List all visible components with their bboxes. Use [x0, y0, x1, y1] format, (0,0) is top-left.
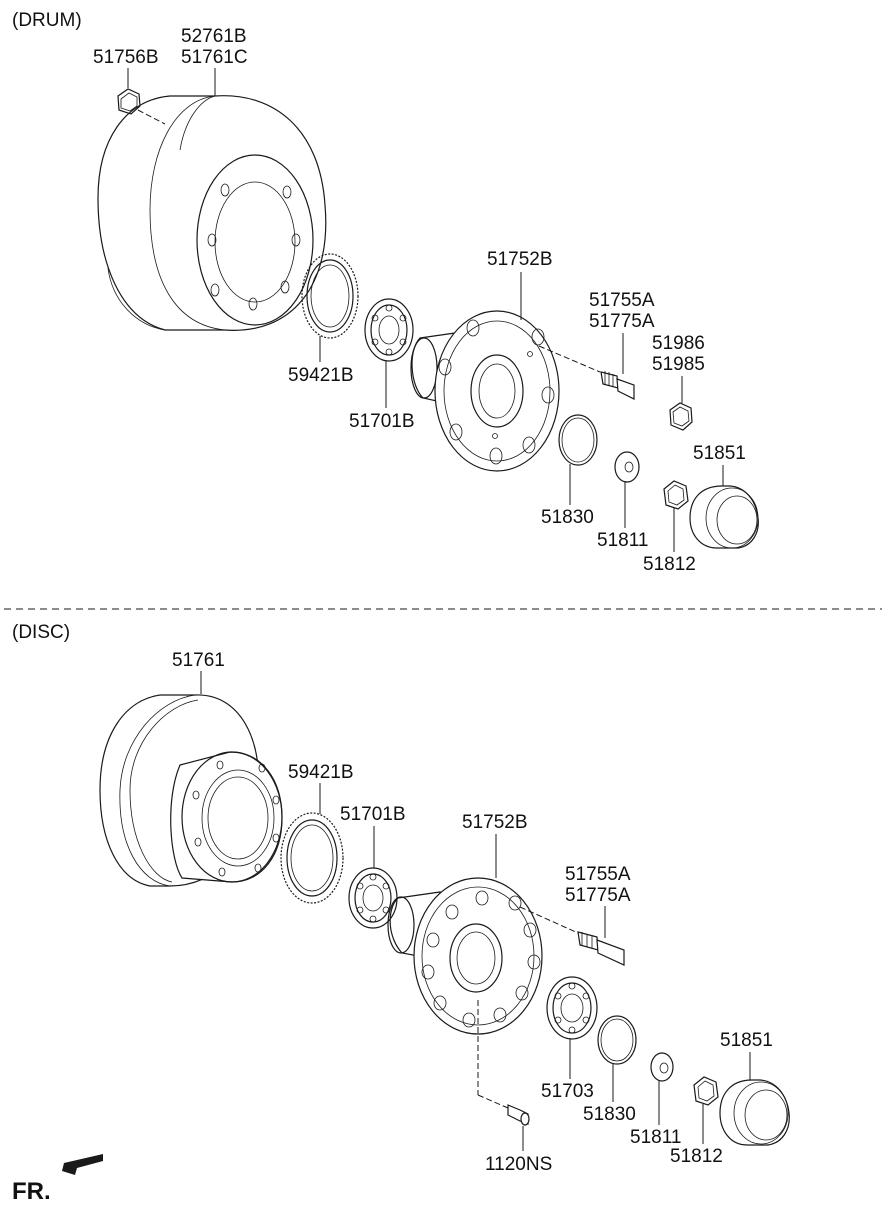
- label-drum-51761c: 51761C: [181, 47, 248, 68]
- label-drum-51811: 51811: [597, 530, 648, 551]
- disc-washer-51811[interactable]: [650, 1052, 674, 1082]
- label-drum-52761b: 52761B: [181, 26, 247, 47]
- disc-section-title: (DISC): [12, 622, 70, 643]
- label-drum-51851: 51851: [693, 443, 746, 464]
- label-drum-51830: 51830: [541, 507, 594, 528]
- brake-disc[interactable]: [99, 694, 283, 887]
- label-drum-51701b: 51701B: [349, 411, 415, 432]
- drum-cap-51851[interactable]: [689, 485, 759, 549]
- label-drum-51752b: 51752B: [487, 249, 553, 270]
- label-drum-51755a: 51755A: [589, 290, 655, 311]
- disc-screw-1120ns[interactable]: [477, 1000, 530, 1126]
- label-drum-51775a: 51775A: [589, 311, 655, 332]
- label-disc-51851: 51851: [720, 1030, 773, 1051]
- label-drum-51812: 51812: [643, 554, 696, 575]
- drum-washer-51811[interactable]: [614, 451, 640, 483]
- drum-hub-51752b[interactable]: [410, 310, 560, 472]
- label-drum-59421b: 59421B: [288, 365, 354, 386]
- drum-section-title: (DRUM): [12, 10, 82, 31]
- label-drum-51986: 51986: [652, 333, 705, 354]
- disc-hub-bolt-51755a[interactable]: [519, 906, 625, 966]
- drum-nut-51986[interactable]: [669, 402, 693, 431]
- label-drum-51756b: 51756B: [93, 47, 159, 68]
- label-disc-51755a: 51755A: [565, 864, 631, 885]
- label-disc-51811: 51811: [630, 1127, 681, 1148]
- label-disc-51701b: 51701B: [340, 804, 406, 825]
- drum-tone-wheel-59421b[interactable]: [301, 253, 359, 339]
- label-disc-51752b: 51752B: [462, 812, 528, 833]
- drum-bearing-51701b[interactable]: [364, 298, 414, 362]
- label-disc-51775a: 51775A: [565, 885, 631, 906]
- brake-drum[interactable]: [97, 95, 327, 331]
- label-disc-1120ns: 1120NS: [485, 1154, 552, 1175]
- drum-nut-51812[interactable]: [663, 480, 689, 510]
- label-disc-59421b: 59421B: [288, 762, 354, 783]
- label-disc-51830: 51830: [583, 1104, 636, 1125]
- disc-cap-51851[interactable]: [719, 1079, 790, 1146]
- drum-nut-51756b[interactable]: [117, 88, 166, 125]
- front-label: FR.: [12, 1178, 51, 1205]
- disc-nut-51812[interactable]: [693, 1076, 719, 1106]
- label-disc-51812: 51812: [670, 1146, 723, 1167]
- disc-hub-51752b[interactable]: [387, 877, 543, 1035]
- drum-hub-bolt-51755a[interactable]: [538, 345, 635, 400]
- disc-tone-wheel-59421b[interactable]: [280, 812, 344, 904]
- disc-bearing-51703[interactable]: [546, 976, 598, 1040]
- drum-ring-51830[interactable]: [558, 414, 598, 466]
- front-arrow-icon: [62, 1154, 103, 1175]
- label-drum-51985: 51985: [652, 354, 705, 375]
- label-disc-51703: 51703: [541, 1081, 594, 1102]
- label-disc-51761: 51761: [172, 650, 225, 671]
- disc-ring-51830[interactable]: [597, 1015, 637, 1065]
